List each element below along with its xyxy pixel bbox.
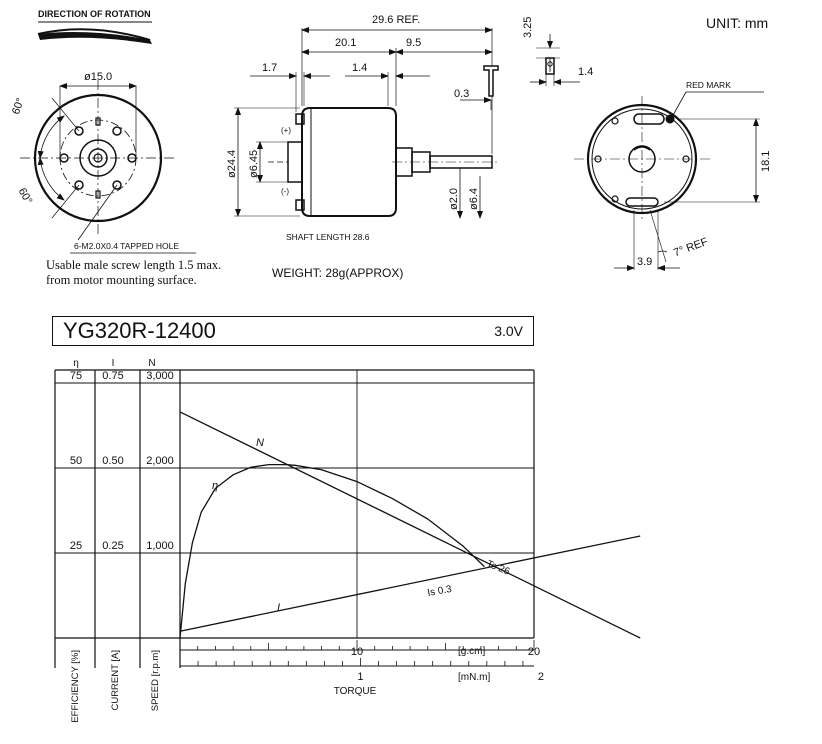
terminal-plus-label: (+) <box>281 126 291 135</box>
speed-curve <box>179 411 641 639</box>
axis-tick-label: 25 <box>70 540 82 552</box>
rear-view <box>574 91 764 271</box>
side-view <box>234 27 500 219</box>
axis-tick-label: 1,000 <box>146 540 174 552</box>
chart-voltage: 3.0V <box>494 323 523 339</box>
x-tick-label-gcm: 10 <box>351 646 363 658</box>
axis-symbol-eta: η <box>73 358 79 369</box>
chart-model-title: YG320R-12400 <box>63 318 216 343</box>
efficiency-curve-label: η <box>212 480 218 492</box>
screw-note-line-2: from motor mounting surface. <box>46 273 197 287</box>
side-dim-total: 29.6 REF. <box>372 14 421 26</box>
side-dim-terminal: 1.7 <box>262 62 278 74</box>
axis-symbol-i: I <box>112 358 115 369</box>
x-tick-label-mnm: 2 <box>538 671 544 683</box>
chart-title-box: YG320R-12400 3.0V <box>52 316 534 346</box>
x-unit-gcm: [g.cm] <box>458 646 485 657</box>
axis-tick-label: 75 <box>70 370 82 382</box>
speed-curve-label: N <box>256 437 264 449</box>
front-diameter-label: ø15.0 <box>84 71 113 83</box>
axis-symbol-n: N <box>148 358 155 369</box>
axis-tick-label: 2,000 <box>146 455 174 467</box>
shaft-length-label: SHAFT LENGTH 28.6 <box>286 232 370 242</box>
terminal-dim-thickness: 0.3 <box>454 88 470 100</box>
screw-note-line-1: Usable male screw length 1.5 max. <box>46 258 222 272</box>
efficiency-curve <box>179 463 485 639</box>
weight-label: WEIGHT: 28g(APPROX) <box>272 266 404 280</box>
x-axis-title: TORQUE <box>334 686 377 697</box>
unit-label: UNIT: mm <box>706 15 769 31</box>
axis-title-speed: SPEED [r.p.m] <box>150 650 161 711</box>
terminal-dim-width: 1.4 <box>578 66 594 78</box>
stall-torque-annotation: Ts 26 <box>485 559 512 578</box>
current-curve-label: I <box>277 602 280 614</box>
tapped-hole-label: 6-M2.0X0.4 TAPPED HOLE <box>74 241 180 251</box>
red-mark-label: RED MARK <box>686 80 731 90</box>
side-dim-boss: 1.4 <box>352 62 368 74</box>
terminal-minus-label: (-) <box>281 187 289 196</box>
x-tick-label-gcm: 20 <box>528 646 540 658</box>
rotation-arrow-icon <box>37 28 151 41</box>
x-unit-mnm: [mN.m] <box>458 672 490 683</box>
axis-title-efficiency: EFFICIENCY [%] <box>70 650 81 723</box>
side-dim-shaft-ext: 9.5 <box>406 37 422 49</box>
axis-tick-label: 3,000 <box>146 370 174 382</box>
rear-dim-offset: 3.9 <box>637 256 653 268</box>
front-view <box>20 21 196 254</box>
current-curve <box>179 535 641 632</box>
axis-tick-label: 50 <box>70 455 82 467</box>
side-dim-body: 20.1 <box>335 37 357 49</box>
axis-title-current: CURRENT [A] <box>110 650 121 711</box>
axis-tick-label: 0.75 <box>102 370 123 382</box>
stall-current-annotation: Is 0.3 <box>427 584 453 599</box>
x-tick-label-mnm: 1 <box>357 671 363 683</box>
rotation-label: DIRECTION OF ROTATION <box>38 9 151 19</box>
axis-tick-label: 0.25 <box>102 540 123 552</box>
terminal-detail <box>460 34 580 110</box>
axis-tick-label: 0.50 <box>102 455 123 467</box>
